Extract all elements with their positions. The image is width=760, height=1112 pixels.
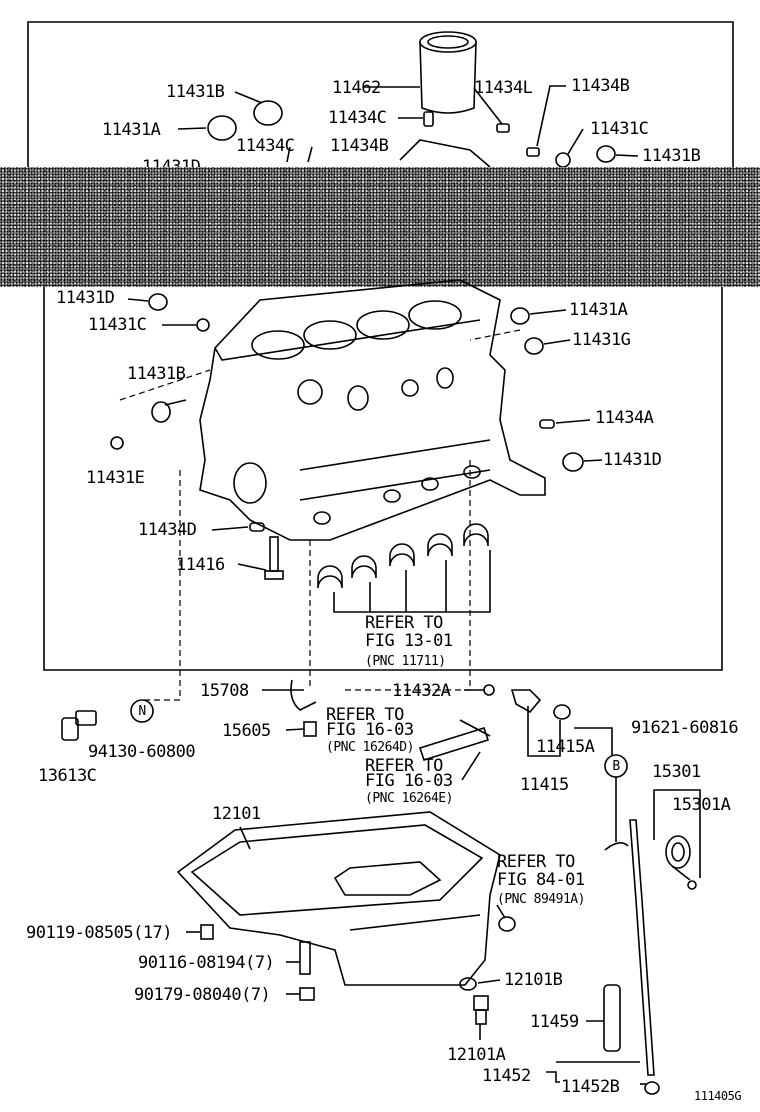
part-label-11431e: 11431E xyxy=(86,468,145,488)
part-label-11415: 11415 xyxy=(520,775,569,795)
plug-11431b-right-top xyxy=(596,145,616,163)
part-label-90116-08194: 90116-08194(7) xyxy=(138,953,275,973)
part-label-12101a: 12101A xyxy=(447,1045,506,1065)
guide-11459 xyxy=(603,984,621,1052)
part-label-12101b: 12101B xyxy=(504,970,563,990)
marker-n-circle xyxy=(130,699,154,723)
marker-n: N xyxy=(138,704,146,719)
ref-fig-16-03-d-line1: REFER TO xyxy=(326,705,404,725)
ref-fig-84-01-line2: FIG 84-01 xyxy=(497,870,585,890)
part-label-11434l: 11434L xyxy=(474,78,533,98)
ref-fig-13-01-line2: FIG 13-01 xyxy=(365,631,453,651)
main-bearings-shape xyxy=(317,523,491,613)
ref-fig-16-03-e-line2: FIG 16-03 xyxy=(365,771,453,791)
figure-id: 111405G xyxy=(694,1089,742,1103)
part-label-11434d: 11434D xyxy=(138,520,197,540)
part-label-11431d-cut: 11431D xyxy=(142,157,201,167)
plug-11431b-top xyxy=(253,100,283,126)
part-label-12101: 12101 xyxy=(212,804,261,824)
part-label-11431g: 11431G xyxy=(572,330,631,350)
plate-top xyxy=(399,139,491,168)
pipe-16264 xyxy=(418,727,490,761)
plug-11431c-top xyxy=(555,152,571,168)
part-label-11452b: 11452B xyxy=(561,1077,620,1097)
ref-fig-16-03-d-line3: (PNC 16264D) xyxy=(326,740,414,755)
part-label-11459: 11459 xyxy=(530,1012,579,1032)
part-label-13613c: 13613C xyxy=(38,766,97,786)
part-label-15708: 15708 xyxy=(200,681,249,701)
part-label-91621-60816: 91621-60816 xyxy=(631,718,739,738)
upper-frame xyxy=(27,21,734,167)
part-label-11431d: 11431D xyxy=(56,288,115,308)
plug-11431a-top xyxy=(207,115,237,141)
part-label-11431a-top: 11431A xyxy=(102,120,161,140)
part-label-11452: 11452 xyxy=(482,1066,531,1086)
part-label-11431d-right: 11431D xyxy=(603,450,662,470)
stud-13613c-shape xyxy=(61,710,97,741)
part-label-15605: 15605 xyxy=(222,721,271,741)
marker-b: B xyxy=(612,759,620,774)
pin-11434c-mid xyxy=(423,111,434,127)
part-label-11462: 11462 xyxy=(332,78,381,98)
engine-block-frame xyxy=(43,287,723,671)
part-label-11434a: 11434A xyxy=(595,408,654,428)
part-label-11431b-top: 11431B xyxy=(166,82,225,102)
ref-fig-16-03-e-line3: (PNC 16264E) xyxy=(365,791,453,806)
dipstick-15301 xyxy=(629,819,655,1076)
part-label-11431b-right: 11431B xyxy=(642,146,701,166)
part-label-11415a: 11415A xyxy=(536,737,595,757)
ref-fig-84-01-line3: (PNC 89491A) xyxy=(497,892,585,907)
part-label-11431b-left: 11431B xyxy=(127,364,186,384)
scan-noise-band xyxy=(0,167,760,287)
ref-fig-16-03-d-line2: FIG 16-03 xyxy=(326,720,414,740)
part-label-11432a: 11432A xyxy=(392,681,451,701)
fitting-11415 xyxy=(510,689,542,714)
part-label-11434c: 11434C xyxy=(236,136,295,156)
part-label-90119-08505: 90119-08505(17) xyxy=(26,923,173,943)
cylinder-liner-shape xyxy=(419,31,477,114)
ref-fig-16-03-e-line1: REFER TO xyxy=(365,756,443,776)
pin-11434l xyxy=(496,123,510,133)
part-label-11434c-mid: 11434C xyxy=(328,108,387,128)
engine-block-shape xyxy=(199,279,546,541)
part-label-90179-08040: 90179-08040(7) xyxy=(134,985,271,1005)
part-label-15301a: 15301A xyxy=(672,795,731,815)
part-label-11416: 11416 xyxy=(176,555,225,575)
part-label-11434b: 11434B xyxy=(330,136,389,156)
ref-fig-84-01-line1: REFER TO xyxy=(497,852,575,872)
bolt-11416-shape xyxy=(264,536,284,580)
part-label-15301: 15301 xyxy=(652,762,701,782)
tube-15708 xyxy=(290,679,317,711)
part-label-11434b-top: 11434B xyxy=(571,76,630,96)
oil-pan-shape xyxy=(176,811,501,986)
part-label-11431c-top: 11431C xyxy=(590,119,649,139)
pin-11434b-top xyxy=(526,147,540,157)
ref-fig-13-01-line3: (PNC 11711) xyxy=(365,654,446,669)
part-label-11431a-right: 11431A xyxy=(569,300,628,320)
drain-plug-12101a xyxy=(473,995,489,1025)
bolt-15605 xyxy=(303,721,317,737)
ref-fig-13-01-line1: REFER TO xyxy=(365,613,443,633)
part-label-94130-60800: 94130-60800 xyxy=(88,742,196,762)
part-label-11431c: 11431C xyxy=(88,315,147,335)
